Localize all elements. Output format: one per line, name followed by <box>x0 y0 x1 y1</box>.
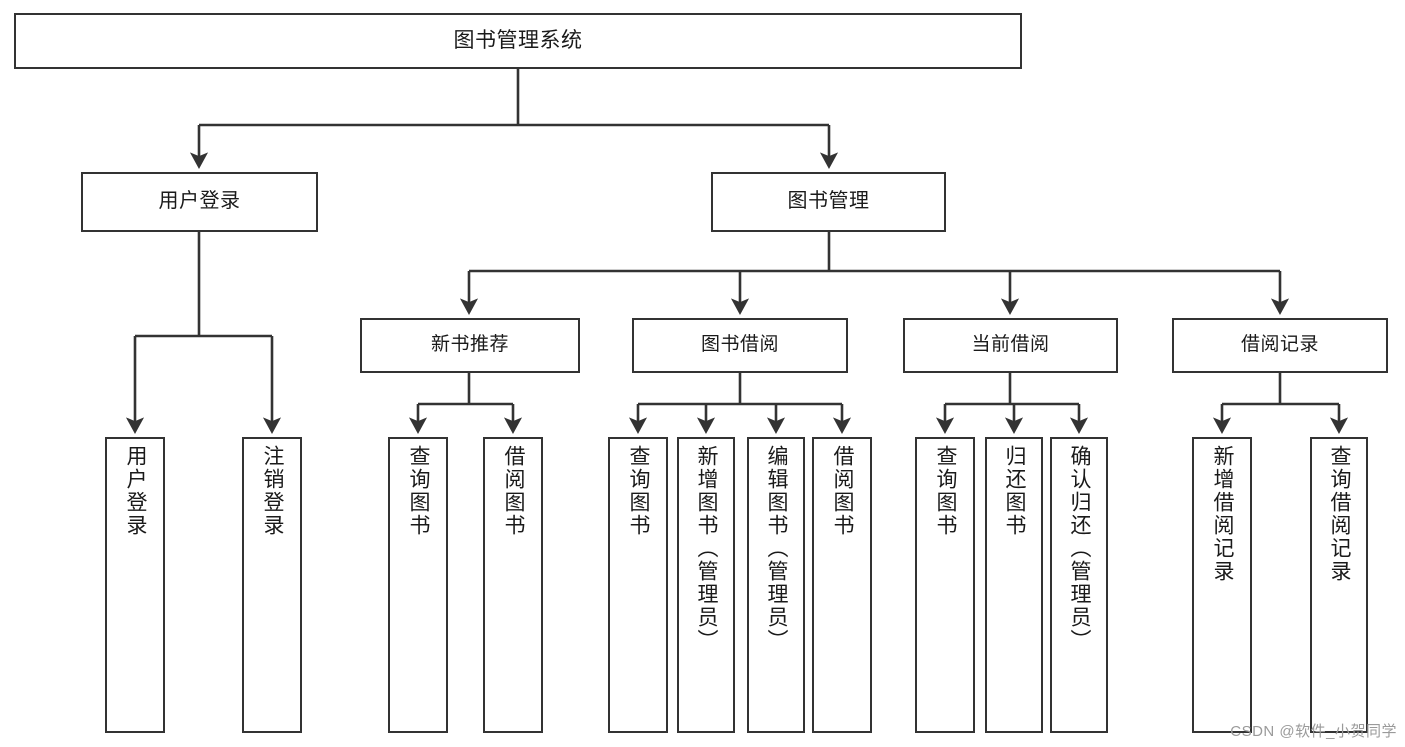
leaf-label: 归还图书 <box>1003 445 1027 537</box>
leaf-label: 新增借阅记录 <box>1211 445 1235 583</box>
leaf-label: 注销登录 <box>261 445 285 537</box>
leaf-book-borrow-add[interactable]: 新增图书（管理员） <box>677 437 735 733</box>
leaf-label: 新增图书（管理员） <box>695 445 719 652</box>
leaf-label: 查询图书 <box>934 445 958 537</box>
leaf-label: 确认归还（管理员） <box>1068 445 1092 652</box>
node-book-manage-label: 图书管理 <box>787 190 870 213</box>
leaf-label: 查询图书 <box>627 445 651 537</box>
leaf-book-borrow-query[interactable]: 查询图书 <box>608 437 668 733</box>
leaf-label: 编辑图书（管理员） <box>765 445 789 652</box>
node-new-book-recommend-label: 新书推荐 <box>430 334 509 356</box>
node-borrow-records-label: 借阅记录 <box>1240 334 1319 356</box>
leaf-current-borrow-query[interactable]: 查询图书 <box>915 437 975 733</box>
node-book-manage[interactable]: 图书管理 <box>711 172 946 232</box>
node-root[interactable]: 图书管理系统 <box>14 13 1022 69</box>
leaf-label: 查询借阅记录 <box>1328 445 1352 583</box>
leaf-book-borrow-borrow[interactable]: 借阅图书 <box>812 437 872 733</box>
leaf-current-borrow-return[interactable]: 归还图书 <box>985 437 1043 733</box>
leaf-label: 查询图书 <box>407 445 431 537</box>
leaf-book-borrow-edit[interactable]: 编辑图书（管理员） <box>747 437 805 733</box>
leaf-label: 用户登录 <box>124 445 148 537</box>
leaf-borrow-records-add[interactable]: 新增借阅记录 <box>1192 437 1252 733</box>
leaf-label: 借阅图书 <box>831 445 855 537</box>
watermark: CSDN @软件_小贺同学 <box>1230 723 1397 740</box>
node-current-borrow[interactable]: 当前借阅 <box>903 318 1118 373</box>
node-new-book-recommend[interactable]: 新书推荐 <box>360 318 580 373</box>
leaf-new-book-borrow[interactable]: 借阅图书 <box>483 437 543 733</box>
leaf-user-login-logout[interactable]: 注销登录 <box>242 437 302 733</box>
leaf-new-book-query[interactable]: 查询图书 <box>388 437 448 733</box>
node-book-borrow[interactable]: 图书借阅 <box>632 318 848 373</box>
node-current-borrow-label: 当前借阅 <box>971 334 1050 356</box>
node-user-login[interactable]: 用户登录 <box>81 172 318 232</box>
node-root-label: 图书管理系统 <box>453 28 583 52</box>
node-user-login-label: 用户登录 <box>158 190 241 213</box>
leaf-borrow-records-query[interactable]: 查询借阅记录 <box>1310 437 1368 733</box>
node-book-borrow-label: 图书借阅 <box>700 334 779 356</box>
leaf-user-login-login[interactable]: 用户登录 <box>105 437 165 733</box>
node-borrow-records[interactable]: 借阅记录 <box>1172 318 1388 373</box>
leaf-label: 借阅图书 <box>502 445 526 537</box>
leaf-current-borrow-confirm-return[interactable]: 确认归还（管理员） <box>1050 437 1108 733</box>
